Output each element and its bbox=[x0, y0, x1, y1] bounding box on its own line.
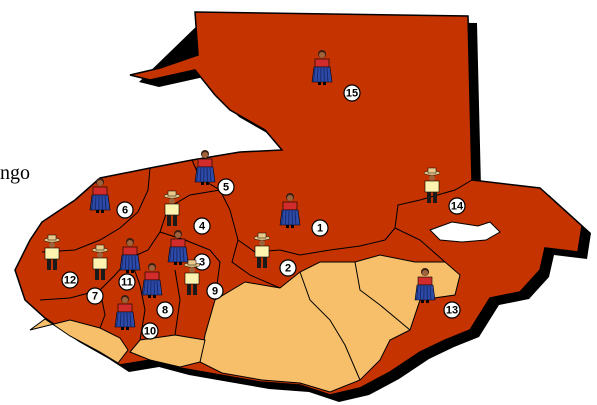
marker-number-label: 15 bbox=[346, 88, 358, 100]
marker-number-label: 7 bbox=[92, 291, 98, 303]
department-marker-10: 10 bbox=[114, 295, 159, 340]
marker-number-circle bbox=[343, 84, 361, 102]
marker-number-label: 1 bbox=[317, 223, 323, 235]
marker-number-label: 12 bbox=[64, 275, 76, 287]
department-marker-9: 9 bbox=[183, 259, 224, 300]
marker-number-label: 4 bbox=[199, 221, 206, 233]
marker-number-circle bbox=[206, 282, 224, 300]
woman-figure-icon bbox=[279, 193, 301, 228]
man-figure-icon bbox=[163, 190, 181, 226]
department-marker-14: 14 bbox=[423, 167, 466, 215]
man-figure-icon bbox=[91, 244, 109, 280]
man-figure-icon bbox=[423, 167, 441, 203]
department-marker-1: 1 bbox=[279, 193, 329, 237]
department-marker-8: 8 bbox=[141, 263, 174, 319]
department-marker-2: 2 bbox=[253, 232, 297, 277]
woman-figure-icon bbox=[114, 295, 136, 330]
department-marker-4: 4 bbox=[163, 190, 211, 235]
department-marker-6: 6 bbox=[89, 178, 134, 219]
marker-number-label: 13 bbox=[446, 305, 458, 317]
marker-number-circle bbox=[443, 301, 461, 319]
lake bbox=[429, 221, 501, 243]
marker-number-label: 5 bbox=[223, 182, 229, 194]
marker-number-circle bbox=[86, 287, 104, 305]
marker-number-label: 10 bbox=[144, 326, 156, 338]
low-region-coast bbox=[129, 334, 206, 368]
marker-number-label: 6 bbox=[122, 205, 128, 217]
woman-figure-icon bbox=[89, 178, 111, 213]
marker-number-circle bbox=[156, 301, 174, 319]
department-marker-5: 5 bbox=[194, 150, 235, 196]
woman-figure-icon bbox=[414, 268, 436, 303]
woman-figure-icon bbox=[194, 150, 216, 185]
marker-number-label: 9 bbox=[212, 286, 218, 298]
man-figure-icon bbox=[183, 259, 201, 295]
marker-number-circle bbox=[311, 219, 329, 237]
woman-figure-icon bbox=[119, 238, 141, 273]
department-marker-7: 7 bbox=[86, 244, 109, 305]
marker-number-circle bbox=[448, 197, 466, 215]
woman-figure-icon bbox=[167, 230, 189, 265]
marker-number-circle bbox=[217, 178, 235, 196]
department-marker-12: 12 bbox=[43, 234, 79, 289]
department-marker-13: 13 bbox=[414, 268, 461, 319]
marker-number-circle bbox=[61, 271, 79, 289]
marker-number-label: 3 bbox=[199, 257, 205, 269]
marker-number-label: 14 bbox=[451, 201, 464, 213]
low-regions bbox=[29, 254, 461, 393]
man-figure-icon bbox=[43, 234, 61, 270]
marker-number-circle bbox=[279, 259, 297, 277]
marker-number-label: 11 bbox=[121, 277, 133, 289]
marker-number-circle bbox=[193, 217, 211, 235]
department-marker-11: 11 bbox=[118, 238, 141, 291]
marker-number-label: 8 bbox=[162, 305, 168, 317]
woman-figure-icon bbox=[311, 50, 333, 85]
man-figure-icon bbox=[253, 232, 271, 268]
department-borders bbox=[39, 159, 473, 381]
woman-figure-icon bbox=[141, 263, 163, 298]
marker-number-circle bbox=[116, 201, 134, 219]
low-region-southwest bbox=[29, 318, 129, 364]
partial-label-text: ngo bbox=[0, 162, 30, 184]
marker-number-circle bbox=[141, 322, 159, 340]
marker-number-circle bbox=[118, 273, 136, 291]
marker-number-label: 2 bbox=[285, 263, 291, 275]
department-marker-15: 15 bbox=[311, 50, 361, 102]
